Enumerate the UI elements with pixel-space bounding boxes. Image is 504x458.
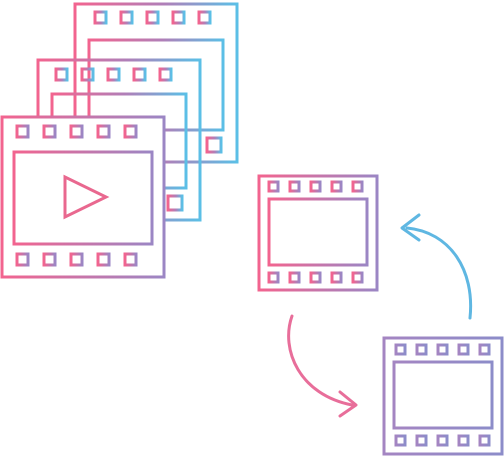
film-frame-center-icon [257,174,379,292]
film-frame-bottom-right-icon [382,336,504,456]
curved-arrow-up-icon [400,213,473,320]
curved-arrow-down-icon [287,314,358,418]
play-icon [63,174,110,220]
film-stack-front-icon [0,115,166,279]
